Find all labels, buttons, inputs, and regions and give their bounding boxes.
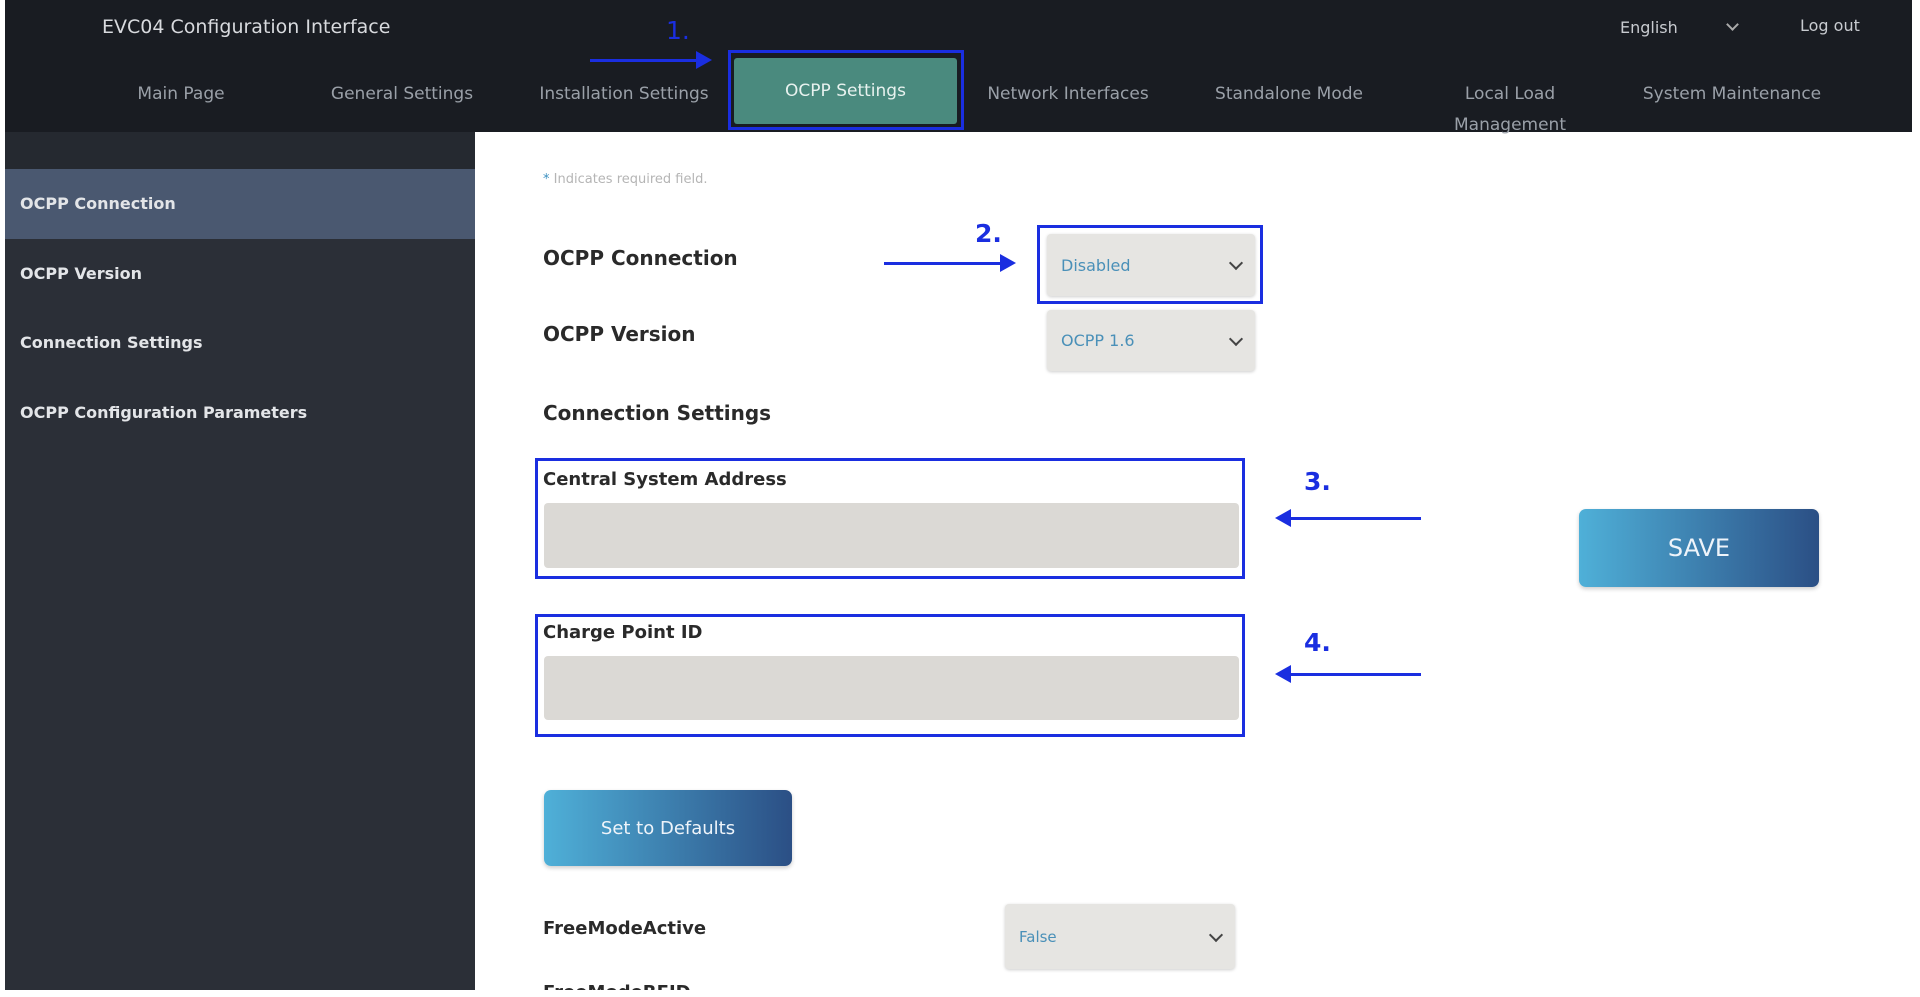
save-button[interactable]: SAVE	[1579, 509, 1819, 587]
logout-link[interactable]: Log out	[1800, 16, 1860, 35]
sidebar-item-ocpp-configuration-parameters[interactable]: OCPP Configuration Parameters	[20, 403, 308, 422]
annotation-box-4	[535, 614, 1245, 737]
free-mode-rfid-label: FreeModeRFID	[543, 982, 691, 990]
nav-standalone-mode[interactable]: Standalone Mode	[1215, 84, 1363, 104]
sidebar-item-ocpp-version[interactable]: OCPP Version	[20, 264, 143, 283]
free-mode-rfid-label-clipped: FreeModeRFID	[543, 982, 743, 990]
ocpp-version-label: OCPP Version	[543, 322, 696, 346]
sidebar: OCPP Connection OCPP Version Connection …	[5, 132, 475, 990]
nav-system-maintenance[interactable]: System Maintenance	[1642, 84, 1822, 104]
ocpp-version-select[interactable]: OCPP 1.6	[1047, 310, 1255, 371]
top-header: EVC04 Configuration Interface English Lo…	[5, 0, 1912, 135]
chevron-down-icon	[1726, 18, 1739, 31]
charge-point-id-label: Charge Point ID	[543, 622, 703, 643]
arrow-right-icon	[590, 51, 712, 69]
charge-point-id-input[interactable]	[544, 656, 1239, 720]
nav-network-interfaces[interactable]: Network Interfaces	[987, 84, 1149, 104]
central-system-address-label: Central System Address	[543, 469, 787, 490]
nav-local-load-management[interactable]: Local Load Management	[1454, 84, 1566, 135]
ocpp-connection-label: OCPP Connection	[543, 246, 738, 270]
language-select[interactable]: English	[1620, 18, 1750, 42]
sidebar-top-band	[5, 132, 475, 169]
chevron-down-icon	[1228, 255, 1244, 271]
chevron-down-icon	[1228, 331, 1244, 346]
nav-installation-settings[interactable]: Installation Settings	[539, 84, 709, 104]
annotation-4: 4.	[1304, 628, 1331, 657]
required-note: * Indicates required field.	[543, 172, 708, 187]
sidebar-item-ocpp-connection[interactable]: OCPP Connection	[5, 169, 475, 239]
annotation-2: 2.	[975, 219, 1002, 248]
nav-ocpp-settings[interactable]: OCPP Settings	[734, 58, 957, 124]
arrow-left-icon	[1275, 665, 1421, 683]
arrow-left-icon	[1275, 509, 1421, 527]
language-value: English	[1620, 18, 1678, 37]
ocpp-connection-select[interactable]: Disabled	[1047, 234, 1255, 296]
connection-settings-heading: Connection Settings	[543, 401, 772, 425]
free-mode-active-select[interactable]: False	[1005, 904, 1235, 969]
nav-general-settings[interactable]: General Settings	[330, 84, 474, 104]
free-mode-active-value: False	[1019, 927, 1057, 946]
set-to-defaults-button[interactable]: Set to Defaults	[544, 790, 792, 866]
page-bottom	[0, 990, 1920, 997]
annotation-3: 3.	[1304, 467, 1331, 496]
annotation-1: 1.	[666, 16, 690, 45]
free-mode-active-label: FreeModeActive	[543, 918, 707, 939]
nav-ocpp-settings-label: OCPP Settings	[785, 81, 906, 101]
annotation-box-1	[728, 50, 964, 130]
central-system-address-input[interactable]	[544, 503, 1239, 568]
app-title: EVC04 Configuration Interface	[102, 16, 391, 38]
ocpp-connection-value: Disabled	[1061, 255, 1131, 275]
annotation-box-3	[535, 458, 1245, 579]
arrow-right-icon	[884, 254, 1016, 272]
ocpp-version-value: OCPP 1.6	[1061, 331, 1135, 350]
chevron-down-icon	[1208, 927, 1224, 942]
nav-main-page[interactable]: Main Page	[137, 84, 225, 104]
sidebar-item-connection-settings[interactable]: Connection Settings	[20, 333, 203, 352]
annotation-box-2	[1037, 225, 1263, 304]
